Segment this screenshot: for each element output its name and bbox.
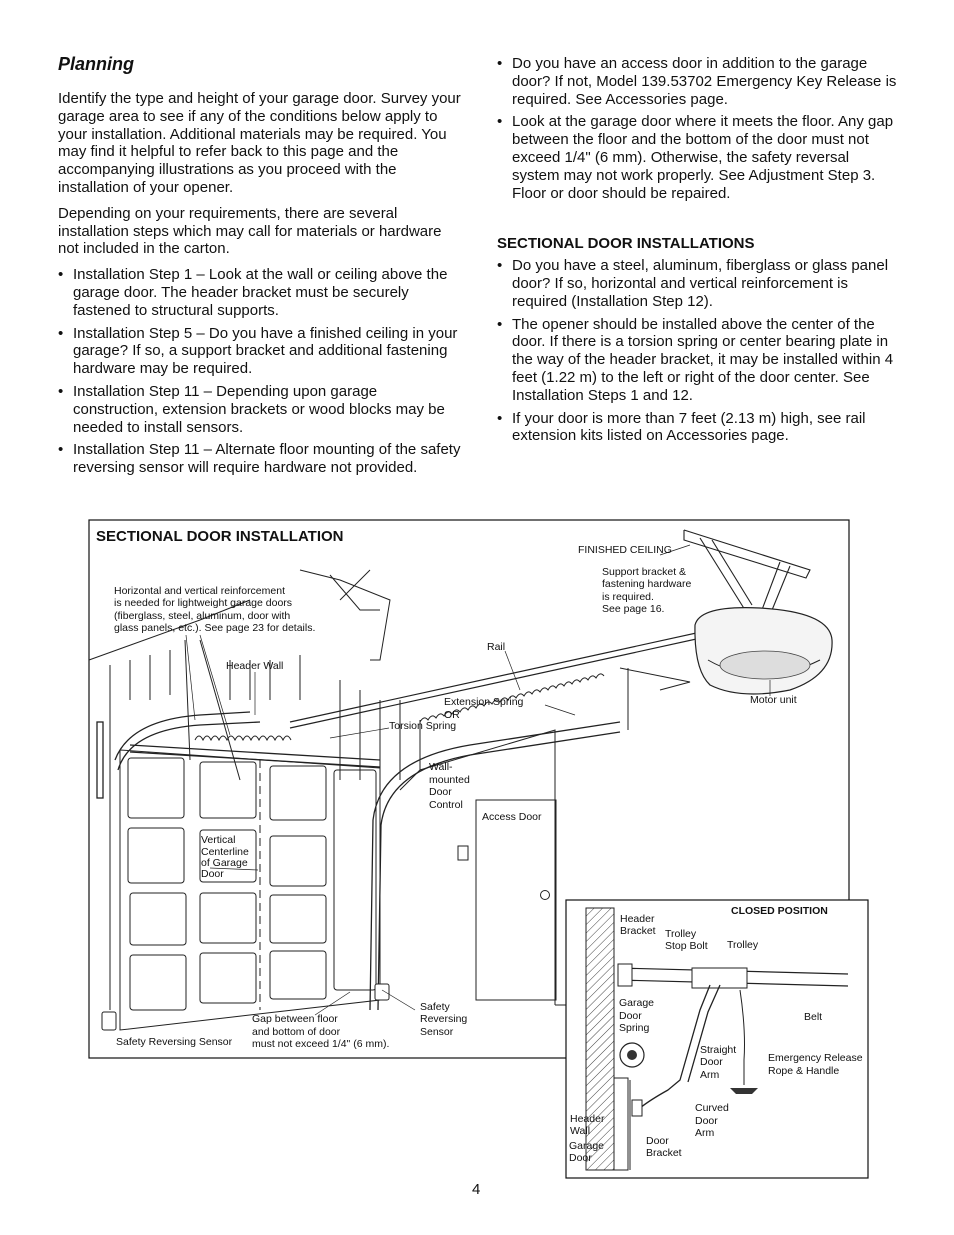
right-bullet-list-top: Do you have an access door in addition t…: [497, 55, 897, 202]
list-item: Look at the garage door where it meets t…: [497, 113, 897, 202]
inset-straight-arm-label: Door: [700, 1056, 723, 1068]
header-wall-label: Header Wall: [226, 660, 283, 672]
inset-curved-arm-label: Door: [695, 1115, 718, 1127]
reinforcement-label: Horizontal and vertical reinforcement: [114, 585, 285, 597]
rail: [289, 629, 711, 729]
rail-label: Rail: [487, 641, 505, 653]
inset-spring-label: Door: [619, 1010, 642, 1022]
access-door-label: Access Door: [482, 811, 542, 823]
gap-label: and bottom of door: [252, 1026, 341, 1038]
door-tracks: [96, 711, 621, 1011]
support-bracket-label: Support bracket &: [602, 566, 686, 578]
inset-straight-arm-label: Arm: [700, 1069, 720, 1081]
inset-spring-label: Garage: [619, 997, 654, 1009]
support-bracket-label: is required.: [602, 591, 654, 603]
intro-paragraph-2: Depending on your requirements, there ar…: [58, 204, 442, 258]
leader-lines: [185, 544, 771, 1016]
list-item: The opener should be installed above the…: [497, 316, 897, 405]
list-item: Installation Step 1 – Look at the wall o…: [58, 266, 463, 319]
garage-structure: [88, 569, 590, 1010]
reinforcement-label: (fiberglass, steel, aluminum, door with: [114, 610, 290, 622]
gap-label: Gap between floor: [252, 1013, 338, 1025]
release-handle-icon: [730, 1088, 758, 1094]
door-knob-icon: [540, 890, 550, 900]
inset-curved-arm-label: Arm: [695, 1127, 715, 1139]
list-item: Installation Step 11 – Alternate floor m…: [58, 441, 463, 477]
left-column: Identify the type and height of your gar…: [58, 90, 463, 482]
page-heading: Planning: [58, 54, 134, 74]
inset-trolley-stop-label: Stop Bolt: [665, 940, 708, 952]
springs: [194, 673, 605, 742]
left-bullet-list: Installation Step 1 – Look at the wall o…: [58, 266, 463, 477]
gap-label: must not exceed 1/4" (6 mm).: [252, 1038, 389, 1050]
wall-control-icon: [457, 845, 469, 861]
inset-trolley-stop-label: Trolley: [665, 928, 697, 940]
list-item: Installation Step 5 – Do you have a fini…: [58, 325, 463, 378]
list-item: Installation Step 11 – Depending upon ga…: [58, 383, 463, 436]
or-label: OR: [444, 709, 460, 721]
door-bracket-icon: [631, 1099, 643, 1117]
motor-unit-label: Motor unit: [750, 694, 797, 706]
access-door: [457, 799, 557, 1001]
diagram-labels: FINISHED CEILING Support bracket & faste…: [114, 544, 797, 1050]
inset-header-bracket-label: Bracket: [620, 925, 656, 937]
list-item: If your door is more than 7 feet (2.13 m…: [497, 410, 897, 446]
inset-door-bracket-label: Bracket: [646, 1147, 682, 1159]
support-bracket-label: fastening hardware: [602, 578, 691, 590]
finished-ceiling-label: FINISHED CEILING: [578, 544, 672, 556]
diagram-title: SECTIONAL DOOR INSTALLATION: [96, 528, 344, 545]
inset-header-wall-label: Header: [570, 1113, 605, 1125]
reinforcement-label: is needed for lightweight garage doors: [114, 597, 292, 609]
rail-hanger: [619, 667, 691, 730]
centerline-label: Door: [201, 868, 224, 880]
extension-spring-label: Extension Spring: [444, 696, 524, 708]
section-subheading: SECTIONAL DOOR INSTALLATIONS: [497, 235, 755, 253]
wall-control-label: Wall-: [429, 761, 453, 773]
inset-labels: Header Bracket Trolley Stop Bolt Trolley…: [569, 913, 863, 1164]
wall-control-label: mounted: [429, 774, 470, 786]
list-item: Do you have a steel, aluminum, fiberglas…: [497, 257, 897, 310]
trolley-icon: [691, 967, 748, 989]
closed-position-inset: CLOSED POSITION: [565, 899, 869, 1179]
centerline-label: Centerline: [201, 846, 249, 858]
right-column: Do you have an access door in addition t…: [497, 55, 897, 450]
safety-sensor-right-label: Sensor: [420, 1026, 454, 1038]
inset-trolley-label: Trolley: [727, 939, 759, 951]
safety-sensor-right-label: Safety: [420, 1001, 451, 1013]
header-bracket-icon: [617, 963, 633, 987]
list-item: Do you have an access door in addition t…: [497, 55, 897, 108]
header-wall-hatch: [585, 907, 615, 1171]
safety-sensor-left-label: Safety Reversing Sensor: [116, 1036, 233, 1048]
inset-release-label: Rope & Handle: [768, 1065, 839, 1077]
inset-garage-door: [613, 1077, 629, 1171]
inset-belt-label: Belt: [804, 1011, 822, 1023]
inset-straight-arm-label: Straight: [700, 1044, 736, 1056]
wall-control-label: Control: [429, 799, 463, 811]
inset-spring-label: Spring: [619, 1022, 650, 1034]
motor-unit: [694, 607, 833, 695]
inset-garage-door-label: Door: [569, 1152, 592, 1164]
inset-header-bracket-label: Header: [620, 913, 655, 925]
safety-sensor-right-label: Reversing: [420, 1013, 467, 1025]
right-bullet-list-bottom: Do you have a steel, aluminum, fiberglas…: [497, 257, 897, 445]
support-bracket-label: See page 16.: [602, 603, 664, 615]
centerline-label: of Garage: [201, 857, 248, 869]
inset-garage-door-label: Garage: [569, 1140, 604, 1152]
support-bracket: [683, 529, 811, 616]
torsion-spring-label: Torsion Spring: [389, 720, 456, 732]
sensors: [101, 983, 390, 1031]
wall-control-label: Door: [429, 786, 452, 798]
closed-position-title: CLOSED POSITION: [731, 905, 828, 917]
inset-header-wall-label: Wall: [570, 1125, 590, 1137]
centerline-label: Vertical: [201, 834, 235, 846]
page-number: 4: [472, 1181, 481, 1198]
inset-release-label: Emergency Release: [768, 1052, 863, 1064]
reinforcement-label: glass panels, etc.). See page 23 for det…: [114, 622, 315, 634]
inset-door-bracket-label: Door: [646, 1135, 669, 1147]
intro-paragraph: Identify the type and height of your gar…: [58, 90, 461, 196]
inset-curved-arm-label: Curved: [695, 1102, 729, 1114]
